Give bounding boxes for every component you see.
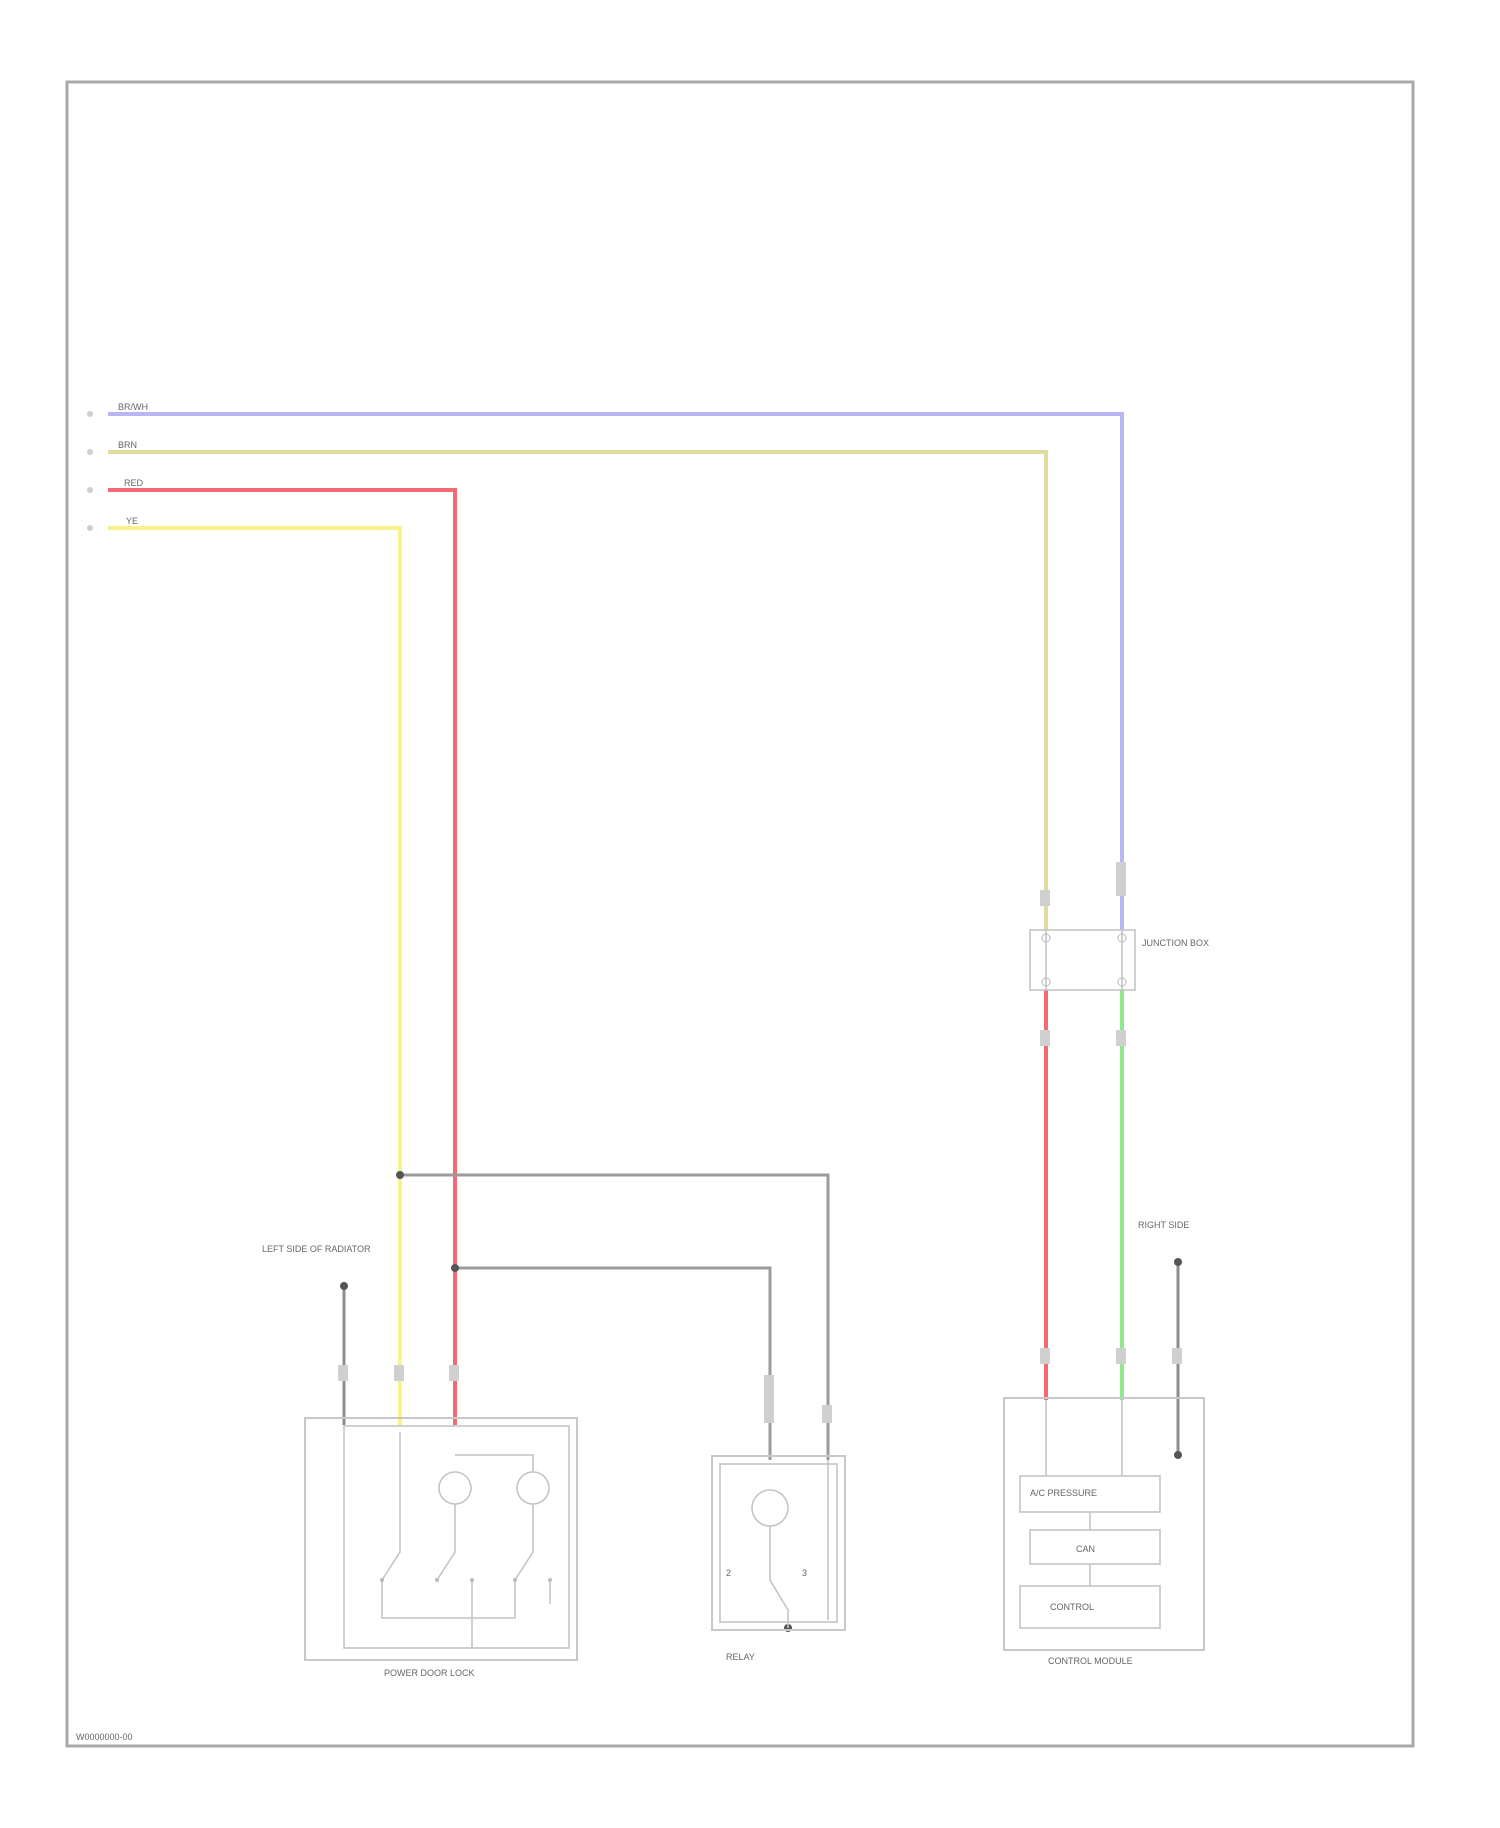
wire-code-yellow: YE bbox=[126, 516, 138, 526]
right-ground-label: RIGHT SIDE bbox=[1138, 1220, 1189, 1230]
connector-pins bbox=[338, 862, 1182, 1423]
control-module-label: CONTROL MODULE bbox=[1048, 1656, 1133, 1666]
diagram-frame bbox=[67, 82, 1413, 1746]
module-line3: CONTROL bbox=[1050, 1602, 1094, 1612]
module-line2: CAN bbox=[1076, 1544, 1095, 1554]
relay-label: RELAY bbox=[726, 1652, 755, 1662]
wire-gray-bottom bbox=[455, 1268, 770, 1460]
junction-connector-label: JUNCTION BOX bbox=[1142, 938, 1209, 948]
wire-tan bbox=[108, 452, 1046, 930]
footer-code: W0000000-00 bbox=[76, 1732, 133, 1742]
splice-points bbox=[340, 1171, 1182, 1632]
wire-yellow bbox=[108, 528, 400, 1425]
wire-code-purple: BR/WH bbox=[118, 402, 148, 412]
wire-purple bbox=[108, 414, 1122, 1160]
power-door-lock-label: POWER DOOR LOCK bbox=[384, 1668, 475, 1678]
junction-connector bbox=[1030, 930, 1135, 990]
module-line1: A/C PRESSURE bbox=[1030, 1488, 1097, 1498]
svg-text:3: 3 bbox=[802, 1568, 807, 1578]
power-door-lock-component bbox=[305, 1418, 577, 1660]
relay-component: 2 3 bbox=[712, 1456, 845, 1630]
control-module-component bbox=[1004, 1398, 1204, 1650]
left-ground-label: LEFT SIDE OF RADIATOR bbox=[262, 1244, 371, 1254]
wire-red bbox=[108, 490, 455, 1425]
svg-text:2: 2 bbox=[726, 1568, 731, 1578]
wire-code-red: RED bbox=[124, 478, 144, 488]
input-terminals bbox=[87, 411, 93, 531]
wire-code-tan: BRN bbox=[118, 440, 137, 450]
